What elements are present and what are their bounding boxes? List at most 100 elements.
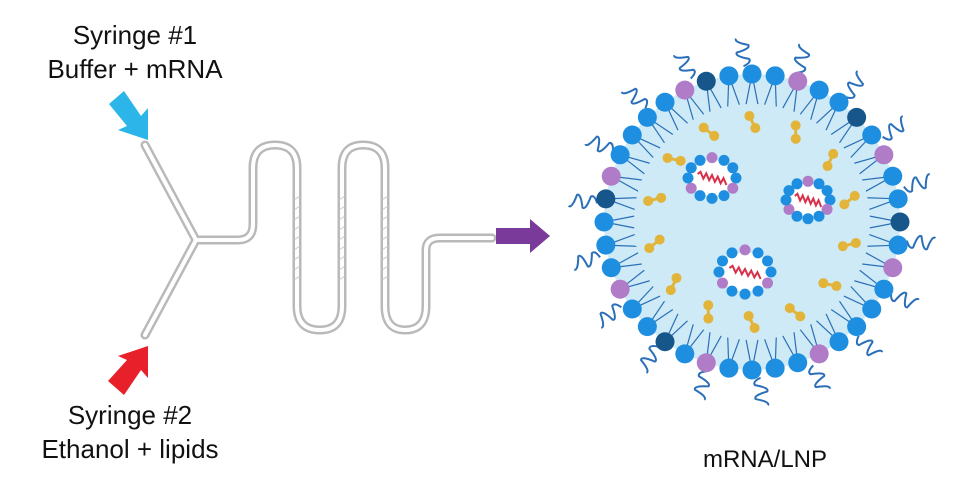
cholesterol xyxy=(749,322,760,333)
core-interior xyxy=(719,252,771,292)
peg-chain xyxy=(734,38,751,68)
lipid-head xyxy=(601,166,621,186)
core-lipid-head xyxy=(682,172,694,184)
peg-chain xyxy=(639,345,659,374)
peg-chain xyxy=(567,193,599,210)
peg-chain xyxy=(903,173,931,193)
core-lipid-head xyxy=(780,194,792,206)
cholesterol xyxy=(743,310,754,321)
lipid-head xyxy=(696,353,716,373)
cholesterol xyxy=(698,122,709,133)
lipid-head xyxy=(809,80,829,100)
lipid-head xyxy=(847,107,867,127)
lipid-head xyxy=(888,189,908,209)
cholesterol xyxy=(643,195,654,206)
lipid-head xyxy=(862,125,882,145)
lipid-head xyxy=(596,235,616,255)
core-lipid-head xyxy=(821,203,833,215)
lipid-head xyxy=(742,64,762,84)
lipid-head xyxy=(696,71,716,91)
cholesterol xyxy=(828,148,839,159)
syringe-2-name: Syringe #2 xyxy=(67,400,193,430)
mrna-core xyxy=(682,152,742,204)
core-lipid-head xyxy=(791,210,803,222)
core-lipid-head xyxy=(752,285,764,297)
cholesterol xyxy=(703,313,714,324)
cholesterol xyxy=(671,272,682,283)
cholesterol xyxy=(662,152,673,163)
lipid-head xyxy=(874,279,894,299)
core-lipid-head xyxy=(739,244,751,256)
peg-chain xyxy=(673,54,696,80)
core-lipid-head xyxy=(685,162,697,174)
lipid-head xyxy=(829,332,849,352)
core-lipid-head xyxy=(726,247,738,259)
peg-chain xyxy=(599,303,622,329)
cholesterol xyxy=(790,120,801,131)
lipid-head xyxy=(637,107,657,127)
core-lipid-head xyxy=(802,213,814,225)
syringe-1-label: Syringe #1 Buffer + mRNA xyxy=(10,18,260,86)
peg-chain xyxy=(693,370,711,401)
lipid-head xyxy=(883,166,903,186)
core-lipid-head xyxy=(821,185,833,197)
core-lipid-head xyxy=(762,255,774,267)
lipid-head xyxy=(890,212,910,232)
mrna-strand xyxy=(696,170,728,186)
core-lipid-head xyxy=(726,285,738,297)
core-lipid-head xyxy=(694,154,706,166)
lipid-head xyxy=(829,92,849,112)
core-lipid-head xyxy=(765,266,777,278)
syringe-1-arrow xyxy=(109,91,148,140)
core-lipid-head xyxy=(802,175,814,187)
core-lipid-head xyxy=(783,185,795,197)
peg-chain xyxy=(753,376,770,406)
cholesterol xyxy=(818,278,829,289)
cholesterol xyxy=(644,243,655,254)
lipid-head xyxy=(655,332,675,352)
core-interior xyxy=(688,160,736,196)
core-lipid-head xyxy=(762,277,774,289)
core-lipid-head xyxy=(813,210,825,222)
peg-chains xyxy=(567,38,937,406)
lipid-head xyxy=(655,92,675,112)
mrna-cores xyxy=(682,152,836,300)
core-lipid-head xyxy=(716,255,728,267)
core-lipid-head xyxy=(706,192,718,204)
cholesterol xyxy=(795,311,806,322)
lipid-head xyxy=(637,317,657,337)
lipid-head xyxy=(719,358,739,378)
cholesterol xyxy=(822,161,833,172)
microfluidic-chip xyxy=(140,140,497,340)
cholesterol xyxy=(709,130,720,141)
lipid-head xyxy=(765,358,785,378)
syringe-2-arrow xyxy=(108,346,148,395)
cholesterol xyxy=(790,133,801,144)
core-lipid-head xyxy=(813,178,825,190)
core-lipid-head xyxy=(752,247,764,259)
cholesterol xyxy=(831,281,842,292)
lipid-head xyxy=(719,66,739,86)
core-lipid-head xyxy=(730,172,742,184)
lipid-head xyxy=(862,299,882,319)
cholesterol xyxy=(839,199,850,210)
peg-chain xyxy=(882,115,905,141)
cholesterol xyxy=(849,190,860,201)
peg-chain xyxy=(793,43,811,74)
peg-chain xyxy=(905,234,937,251)
mrna-core xyxy=(780,175,836,225)
lipid-head xyxy=(847,317,867,337)
peg-chain xyxy=(584,135,614,153)
core-lipid-head xyxy=(694,190,706,202)
peg-chain xyxy=(808,364,831,390)
cholesterol-molecules xyxy=(643,111,861,333)
core-lipid-head xyxy=(783,203,795,215)
cholesterol xyxy=(837,241,848,252)
cholesterol xyxy=(744,111,755,122)
cholesterol xyxy=(654,234,665,245)
core-lipid-head xyxy=(716,277,728,289)
cholesterol xyxy=(750,123,761,134)
syringe-2-label: Syringe #2 Ethanol + lipids xyxy=(0,398,260,466)
lipid-head xyxy=(788,71,808,91)
